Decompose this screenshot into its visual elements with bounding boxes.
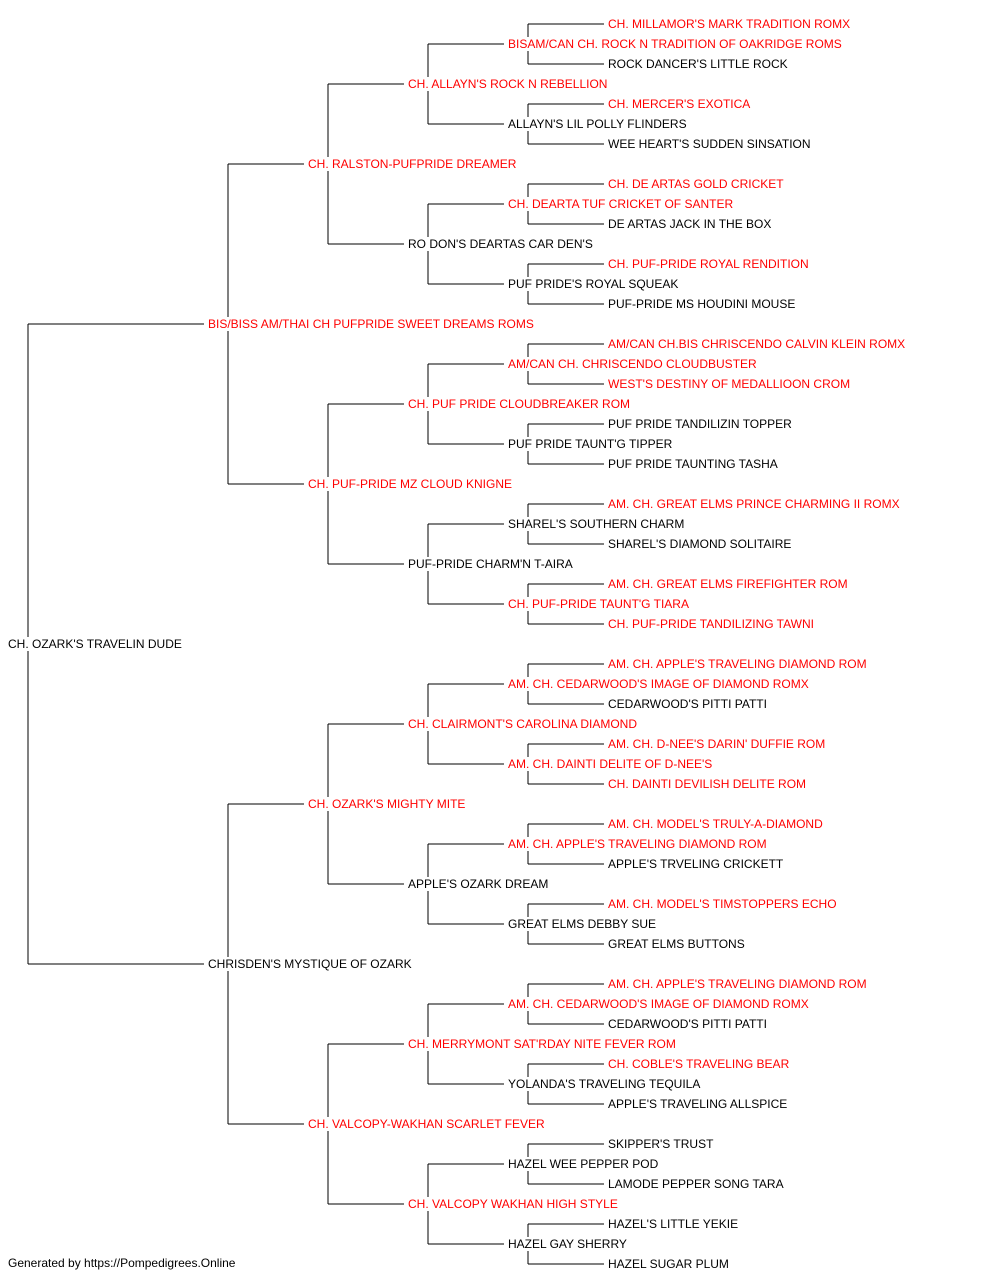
- pedigree-name-sire-dam-sire: CH. PUF PRIDE CLOUDBREAKER ROM: [408, 397, 630, 411]
- pedigree-name-dam-dam-sire-sire-sire: AM. CH. APPLE'S TRAVELING DIAMOND ROM: [608, 977, 867, 991]
- pedigree-name-dam-sire-sire-dam-sire: AM. CH. D-NEE'S DARIN' DUFFIE ROM: [608, 737, 825, 751]
- pedigree-name-dam-dam-sire: CH. MERRYMONT SAT'RDAY NITE FEVER ROM: [408, 1037, 676, 1051]
- pedigree-name-dam-dam-dam-dam: HAZEL GAY SHERRY: [508, 1237, 627, 1251]
- pedigree-name-sire-sire-sire-dam-sire: CH. MERCER'S EXOTICA: [608, 97, 750, 111]
- pedigree-name-sire-dam-dam-dam-dam: CH. PUF-PRIDE TANDILIZING TAWNI: [608, 617, 814, 631]
- pedigree-name-dam-sire-sire-sire: AM. CH. CEDARWOOD'S IMAGE OF DIAMOND ROM…: [508, 677, 809, 691]
- pedigree-name-dam-sire-dam-sire-dam: APPLE'S TRVELING CRICKETT: [608, 857, 784, 871]
- pedigree-name-dam-sire-dam: APPLE'S OZARK DREAM: [408, 877, 548, 891]
- pedigree-name-dam-sire-sire-dam-dam: CH. DAINTI DEVILISH DELITE ROM: [608, 777, 806, 791]
- pedigree-name-sire-dam-dam-sire-dam: SHAREL'S DIAMOND SOLITAIRE: [608, 537, 791, 551]
- pedigree-name-dam-sire: CH. OZARK'S MIGHTY MITE: [308, 797, 465, 811]
- pedigree-name-sire-dam: CH. PUF-PRIDE MZ CLOUD KNIGNE: [308, 477, 512, 491]
- pedigree-name-dam-dam-sire-dam: YOLANDA'S TRAVELING TEQUILA: [508, 1077, 700, 1091]
- pedigree-name-sire-sire-sire-sire-sire: CH. MILLAMOR'S MARK TRADITION ROMX: [608, 17, 850, 31]
- pedigree-name-dam-sire-sire: CH. CLAIRMONT'S CAROLINA DIAMOND: [408, 717, 637, 731]
- pedigree-name-sire-dam-dam-sire-sire: AM. CH. GREAT ELMS PRINCE CHARMING II RO…: [608, 497, 900, 511]
- pedigree-name-dam-dam: CH. VALCOPY-WAKHAN SCARLET FEVER: [308, 1117, 545, 1131]
- pedigree-name-sire-dam-dam-sire: SHAREL'S SOUTHERN CHARM: [508, 517, 684, 531]
- pedigree-name-sire-dam-sire-dam-sire: PUF PRIDE TANDILIZIN TOPPER: [608, 417, 792, 431]
- pedigree-name-sire-sire-sire-dam: ALLAYN'S LIL POLLY FLINDERS: [508, 117, 687, 131]
- pedigree-name-dam-sire-dam-sire-sire: AM. CH. MODEL'S TRULY-A-DIAMOND: [608, 817, 823, 831]
- footer-credit: Generated by https://Pompedigrees.Online: [8, 1256, 236, 1270]
- pedigree-name-dam-dam-sire-dam-dam: APPLE'S TRAVELING ALLSPICE: [608, 1097, 787, 1111]
- pedigree-name-dam-dam-sire-sire-dam: CEDARWOOD'S PITTI PATTI: [608, 1017, 767, 1031]
- pedigree-name-dam-sire-dam-dam-sire: AM. CH. MODEL'S TIMSTOPPERS ECHO: [608, 897, 837, 911]
- pedigree-name-dam-dam-sire-dam-sire: CH. COBLE'S TRAVELING BEAR: [608, 1057, 790, 1071]
- pedigree-name-sire-dam-sire-sire: AM/CAN CH. CHRISCENDO CLOUDBUSTER: [508, 357, 757, 371]
- pedigree-name-dam-sire-dam-dam: GREAT ELMS DEBBY SUE: [508, 917, 656, 931]
- pedigree-name-sire-sire-sire-sire-dam: ROCK DANCER'S LITTLE ROCK: [608, 57, 788, 71]
- pedigree-name-sire-dam-sire-dam: PUF PRIDE TAUNT'G TIPPER: [508, 437, 673, 451]
- pedigree-name-dam-dam-dam-dam-sire: HAZEL'S LITTLE YEKIE: [608, 1217, 738, 1231]
- pedigree-name-dam-sire-dam-dam-dam: GREAT ELMS BUTTONS: [608, 937, 745, 951]
- pedigree-name-sire-sire-dam-dam-sire: CH. PUF-PRIDE ROYAL RENDITION: [608, 257, 809, 271]
- pedigree-name-dam-sire-sire-sire-sire: AM. CH. APPLE'S TRAVELING DIAMOND ROM: [608, 657, 867, 671]
- pedigree-name-dam-dam-dam-sire-sire: SKIPPER'S TRUST: [608, 1137, 714, 1151]
- pedigree-name-dam-sire-dam-sire: AM. CH. APPLE'S TRAVELING DIAMOND ROM: [508, 837, 767, 851]
- pedigree-name-dam-dam-dam-sire-dam: LAMODE PEPPER SONG TARA: [608, 1177, 784, 1191]
- pedigree-name-sire-sire-dam-dam-dam: PUF-PRIDE MS HOUDINI MOUSE: [608, 297, 795, 311]
- pedigree-name-sire-sire: CH. RALSTON-PUFPRIDE DREAMER: [308, 157, 517, 171]
- pedigree-name-sire: BIS/BISS AM/THAI CH PUFPRIDE SWEET DREAM…: [208, 317, 534, 331]
- pedigree-name-sire-sire-sire-sire: BISAM/CAN CH. ROCK N TRADITION OF OAKRID…: [508, 37, 842, 51]
- pedigree-name-dam-dam-sire-sire: AM. CH. CEDARWOOD'S IMAGE OF DIAMOND ROM…: [508, 997, 809, 1011]
- pedigree-name-sire-sire-dam-sire-dam: DE ARTAS JACK IN THE BOX: [608, 217, 771, 231]
- pedigree-name-dam: CHRISDEN'S MYSTIQUE OF OZARK: [208, 957, 412, 971]
- pedigree-name-sire-dam-sire-sire-sire: AM/CAN CH.BIS CHRISCENDO CALVIN KLEIN RO…: [608, 337, 905, 351]
- pedigree-name-sire-sire-sire: CH. ALLAYN'S ROCK N REBELLION: [408, 77, 607, 91]
- pedigree-name-sire-dam-dam-dam: CH. PUF-PRIDE TAUNT'G TIARA: [508, 597, 689, 611]
- pedigree-name-dam-sire-sire-dam: AM. CH. DAINTI DELITE OF D-NEE'S: [508, 757, 712, 771]
- pedigree-name-sire-sire-sire-dam-dam: WEE HEART'S SUDDEN SINSATION: [608, 137, 811, 151]
- pedigree-name-sire-sire-dam-sire: CH. DEARTA TUF CRICKET OF SANTER: [508, 197, 733, 211]
- pedigree-name-sire-sire-dam-dam: PUF PRIDE'S ROYAL SQUEAK: [508, 277, 678, 291]
- pedigree-name-sire-dam-dam-dam-sire: AM. CH. GREAT ELMS FIREFIGHTER ROM: [608, 577, 848, 591]
- pedigree-name-dam-dam-dam-sire: HAZEL WEE PEPPER POD: [508, 1157, 659, 1171]
- pedigree-name-dam-sire-sire-sire-dam: CEDARWOOD'S PITTI PATTI: [608, 697, 767, 711]
- pedigree-name-sire-dam-sire-dam-dam: PUF PRIDE TAUNTING TASHA: [608, 457, 778, 471]
- pedigree-name-root: CH. OZARK'S TRAVELIN DUDE: [8, 637, 182, 651]
- pedigree-name-sire-sire-dam-sire-sire: CH. DE ARTAS GOLD CRICKET: [608, 177, 784, 191]
- pedigree-name-dam-dam-dam: CH. VALCOPY WAKHAN HIGH STYLE: [408, 1197, 618, 1211]
- pedigree-name-sire-dam-sire-sire-dam: WEST'S DESTINY OF MEDALLIOON CROM: [608, 377, 850, 391]
- pedigree-name-sire-dam-dam: PUF-PRIDE CHARM'N T-AIRA: [408, 557, 573, 571]
- pedigree-name-dam-dam-dam-dam-dam: HAZEL SUGAR PLUM: [608, 1257, 729, 1271]
- pedigree-name-sire-sire-dam: RO DON'S DEARTAS CAR DEN'S: [408, 237, 593, 251]
